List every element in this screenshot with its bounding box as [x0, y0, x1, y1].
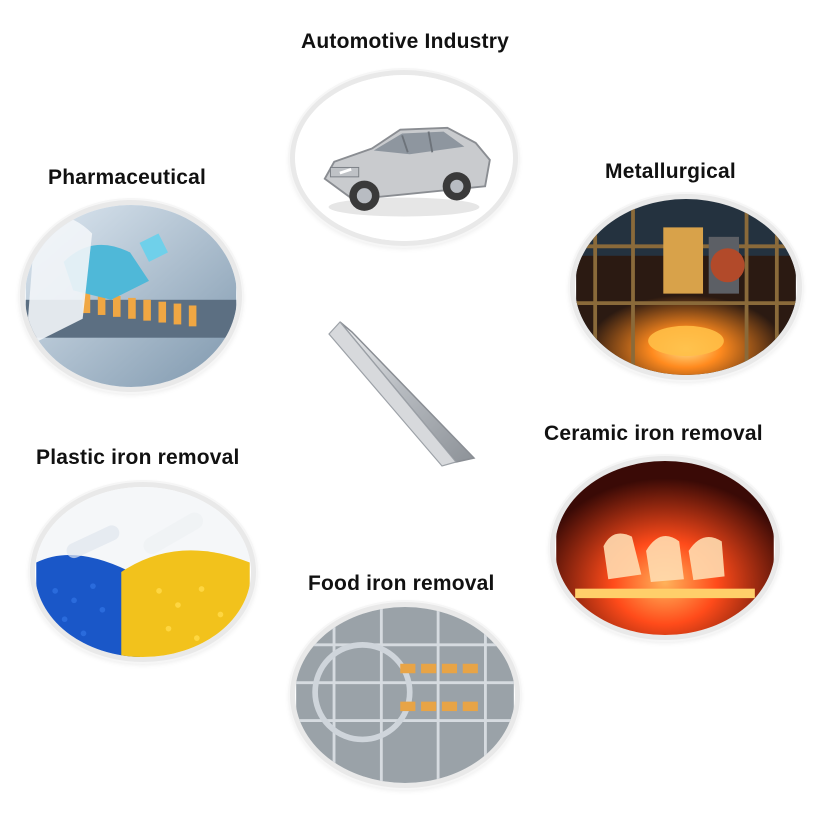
- car-image: [290, 70, 518, 246]
- automotive-label: Automotive Industry: [301, 30, 509, 53]
- lab-vials-image: [20, 200, 242, 392]
- kiln-image: [550, 456, 780, 640]
- steel-furnace-image: [570, 194, 802, 380]
- food-label: Food iron removal: [308, 572, 495, 595]
- plastic-pellets-image: [30, 482, 256, 662]
- food-line-image: [290, 602, 520, 788]
- metallurgical-label: Metallurgical: [605, 160, 736, 183]
- pharmaceutical-label: Pharmaceutical: [48, 166, 207, 189]
- plastic-label: Plastic iron removal: [36, 446, 240, 469]
- ceramic-label: Ceramic iron removal: [544, 422, 763, 445]
